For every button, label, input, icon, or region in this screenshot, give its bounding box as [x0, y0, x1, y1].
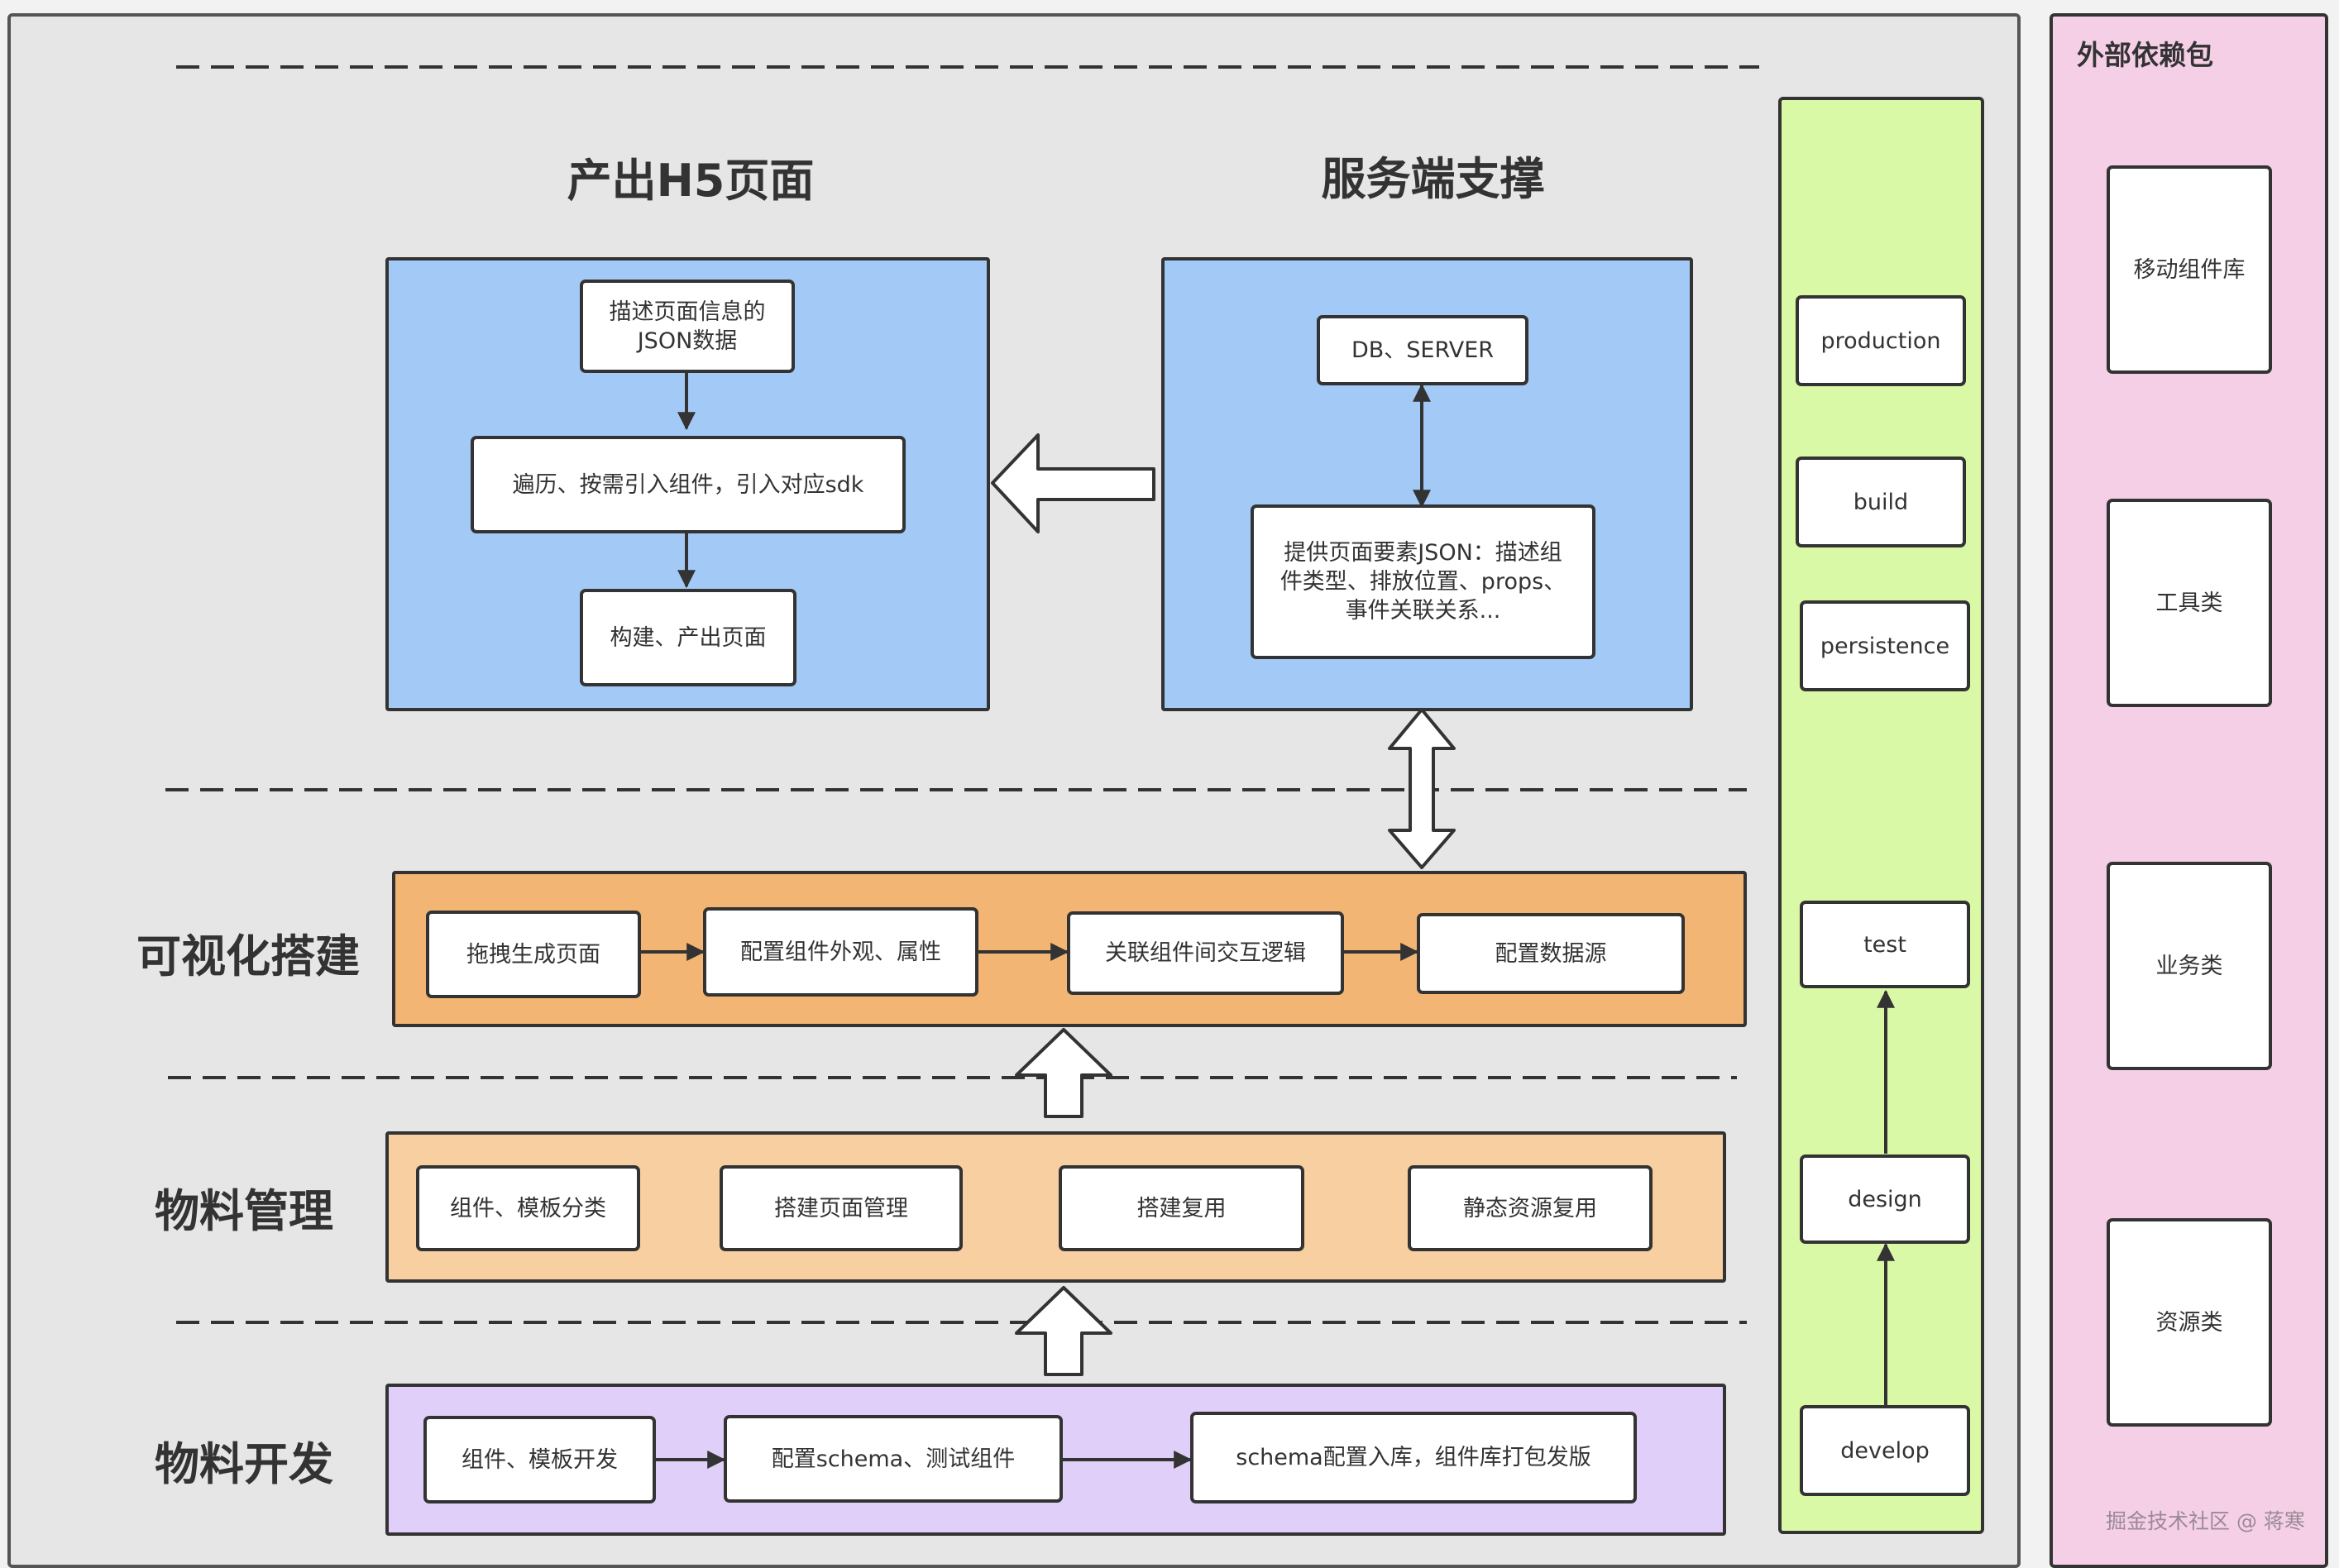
env-design: design [1800, 1154, 1970, 1244]
visual-build-title: 可视化搭建 [136, 930, 360, 982]
main-architecture-panel [7, 13, 2021, 1568]
server-support-title: 服务端支撑 [1321, 152, 1545, 205]
ext-mobile-components: 移动组件库 [2107, 165, 2272, 374]
config-schema-box: 配置schema、测试组件 [724, 1415, 1063, 1503]
dev-template-box: 组件、模板开发 [423, 1416, 656, 1503]
static-reuse-box: 静态资源复用 [1408, 1165, 1653, 1251]
env-build: build [1796, 457, 1966, 547]
traverse-import-box: 遍历、按需引入组件，引入对应sdk [471, 436, 906, 533]
config-datasource-box: 配置数据源 [1417, 913, 1685, 994]
h5-output-title: 产出H5页面 [567, 154, 815, 207]
env-production: production [1796, 295, 1966, 386]
material-dev-title: 物料开发 [155, 1437, 333, 1490]
env-test: test [1800, 901, 1970, 988]
db-server-box: DB、SERVER [1317, 315, 1528, 385]
link-interaction-box: 关联组件间交互逻辑 [1067, 911, 1344, 995]
provide-json-box: 提供页面要素JSON：描述组件类型、排放位置、props、事件关联关系... [1251, 504, 1595, 659]
external-deps-title: 外部依赖包 [2077, 39, 2213, 71]
json-data-box: 描述页面信息的JSON数据 [580, 280, 795, 373]
ext-resources: 资源类 [2107, 1218, 2272, 1427]
drag-page-box: 拖拽生成页面 [426, 911, 641, 998]
env-persistence: persistence [1800, 600, 1970, 691]
config-appearance-box: 配置组件外观、属性 [703, 907, 978, 997]
page-mgmt-box: 搭建页面管理 [720, 1165, 963, 1251]
material-mgmt-title: 物料管理 [155, 1184, 333, 1237]
env-develop: develop [1800, 1405, 1970, 1496]
watermark: 掘金技术社区 @ 蒋寒 [2106, 1509, 2305, 1533]
ext-tools: 工具类 [2107, 499, 2272, 707]
schema-release-box: schema配置入库，组件库打包发版 [1190, 1412, 1637, 1503]
ext-business: 业务类 [2107, 862, 2272, 1070]
reuse-box: 搭建复用 [1059, 1165, 1304, 1251]
category-box: 组件、模板分类 [416, 1165, 640, 1251]
build-output-box: 构建、产出页面 [580, 589, 796, 686]
